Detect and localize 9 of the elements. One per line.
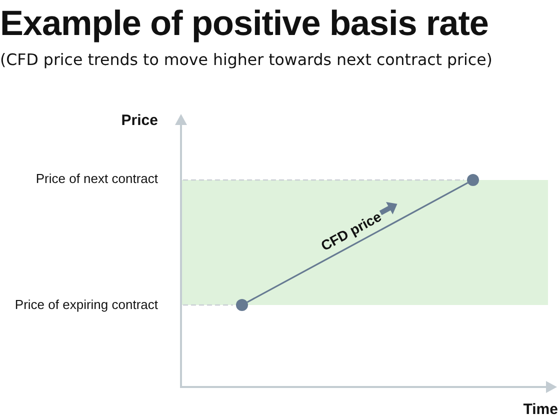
title: Example of positive basis rate [0,4,488,44]
price-level-label: Price of expiring contract [14,298,158,313]
data-point [236,299,248,311]
axis-label: Price [121,112,158,130]
price-level-label: Price of next contract [36,172,158,187]
axis-label: Time [523,401,558,418]
connector-line [246,182,468,303]
subtitle: (CFD price trends to move higher towards next contract price) [0,51,492,70]
data-point [467,174,479,186]
